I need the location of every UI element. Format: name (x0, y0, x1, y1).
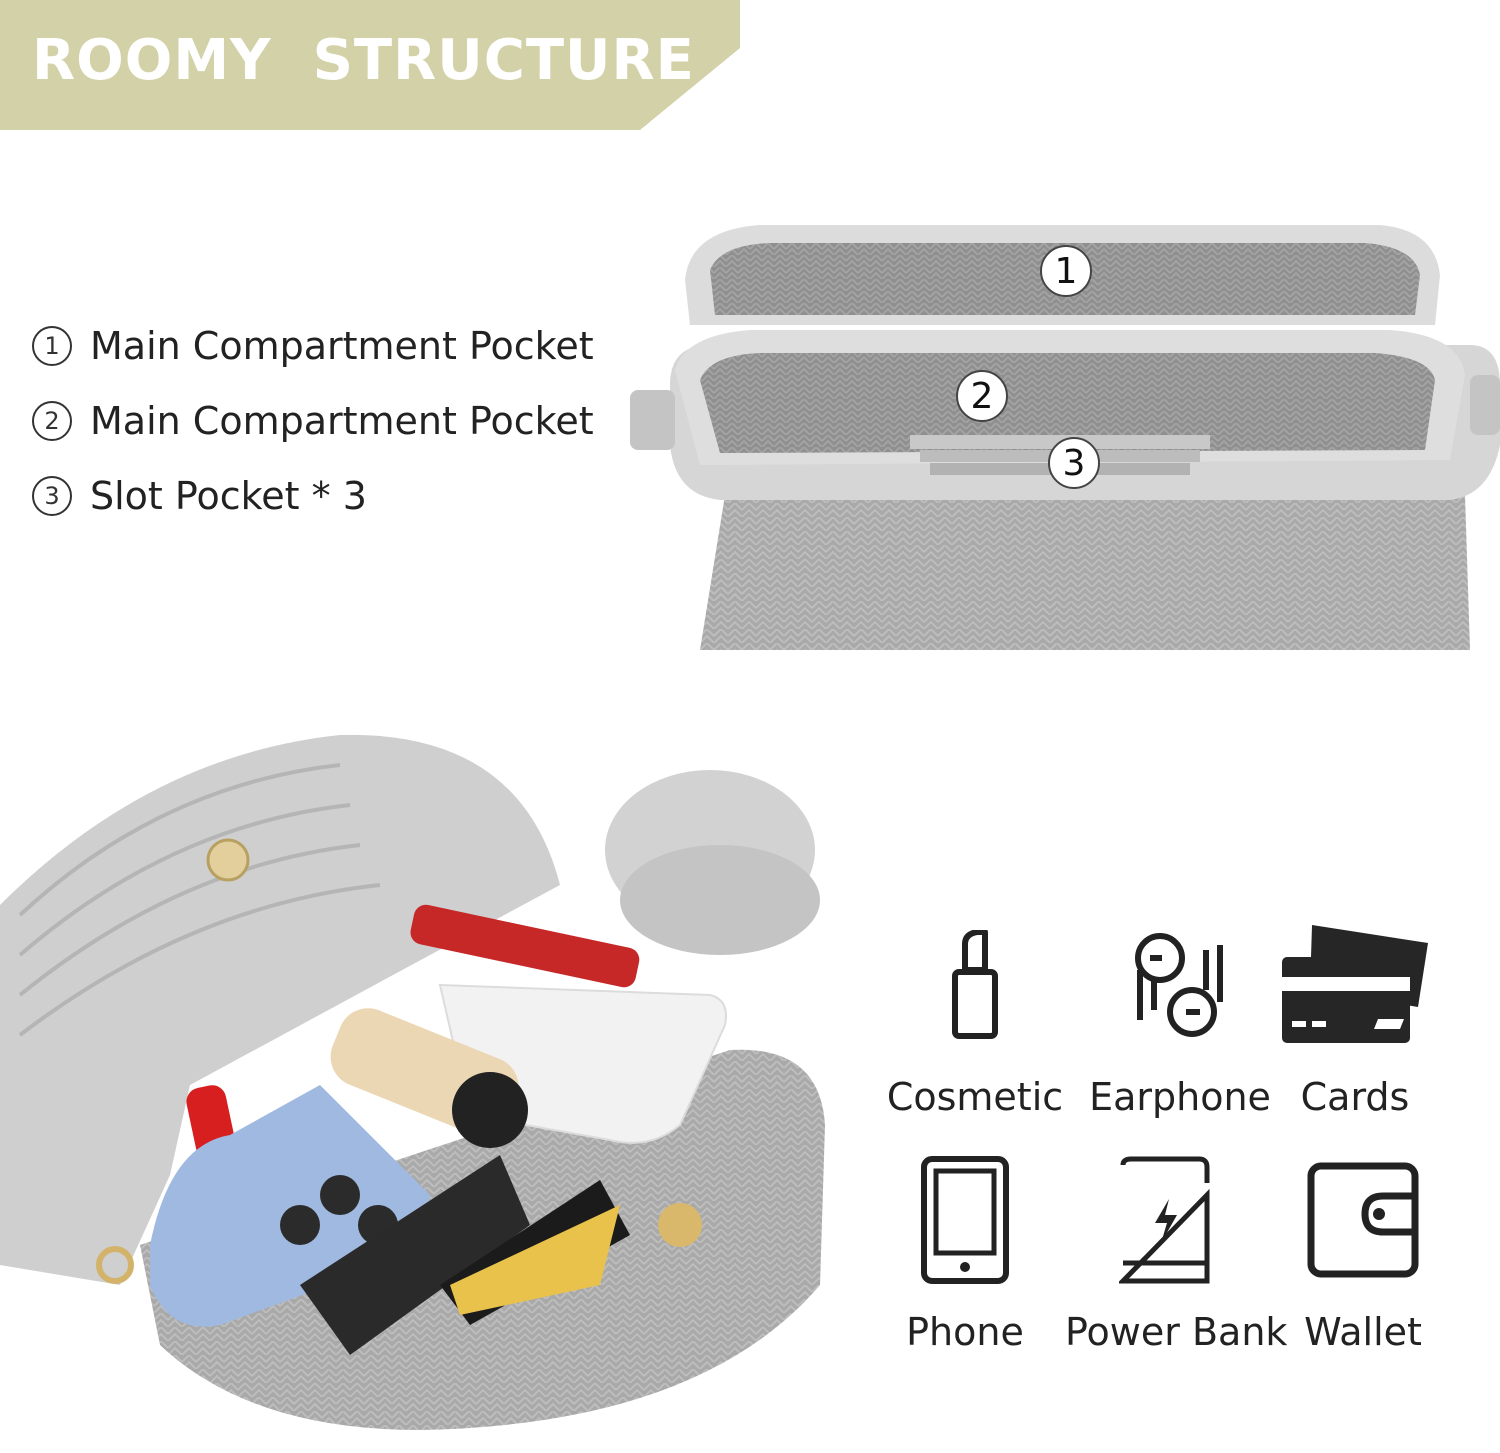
pocket-marker-3: 3 (1048, 437, 1100, 489)
item-phone: Phone (865, 1156, 1065, 1354)
pocket-marker-1: 1 (1040, 245, 1092, 297)
item-wallet: Wallet (1263, 1160, 1463, 1354)
legend-item: 2 Main Compartment Pocket (32, 383, 594, 458)
item-label: Cosmetic (886, 1075, 1064, 1119)
title-banner (0, 0, 740, 130)
item-cards: Cards (1255, 925, 1455, 1119)
legend-number: 3 (32, 475, 72, 516)
wallet-icon (1307, 1162, 1419, 1278)
item-label: Earphone (1089, 1075, 1271, 1119)
legend-label: Slot Pocket * 3 (90, 473, 367, 518)
earphone-icon (1135, 933, 1223, 1037)
legend-label: Main Compartment Pocket (90, 323, 594, 368)
item-label: Cards (1300, 1075, 1410, 1119)
item-earphone: Earphone (1080, 925, 1280, 1119)
legend-number: 1 (32, 325, 72, 366)
bag-interior-illustration (630, 225, 1500, 650)
legend-item: 3 Slot Pocket * 3 (32, 458, 594, 533)
bag-contents-illustration (0, 734, 825, 1430)
bag-interior-photo: 1 2 3 (630, 195, 1500, 650)
legend-number: 2 (32, 400, 72, 441)
item-power-bank: Power Bank (1065, 1156, 1288, 1354)
bag-contents-photo (0, 725, 925, 1440)
item-label: Wallet (1304, 1310, 1422, 1354)
pocket-marker-2: 2 (956, 370, 1008, 422)
pocket-legend: 1 Main Compartment Pocket 2 Main Compart… (32, 308, 594, 533)
power-bank-icon (1119, 1156, 1210, 1284)
banner-title: ROOMY STRUCTURE (32, 28, 695, 93)
legend-label: Main Compartment Pocket (90, 398, 594, 443)
item-label: Phone (906, 1310, 1024, 1354)
item-label: Power Bank (1065, 1310, 1288, 1354)
cards-icon (1282, 925, 1428, 1043)
item-cosmetic: Cosmetic (875, 925, 1075, 1119)
lipstick-icon (952, 930, 998, 1039)
phone-icon (921, 1156, 1009, 1284)
legend-item: 1 Main Compartment Pocket (32, 308, 594, 383)
